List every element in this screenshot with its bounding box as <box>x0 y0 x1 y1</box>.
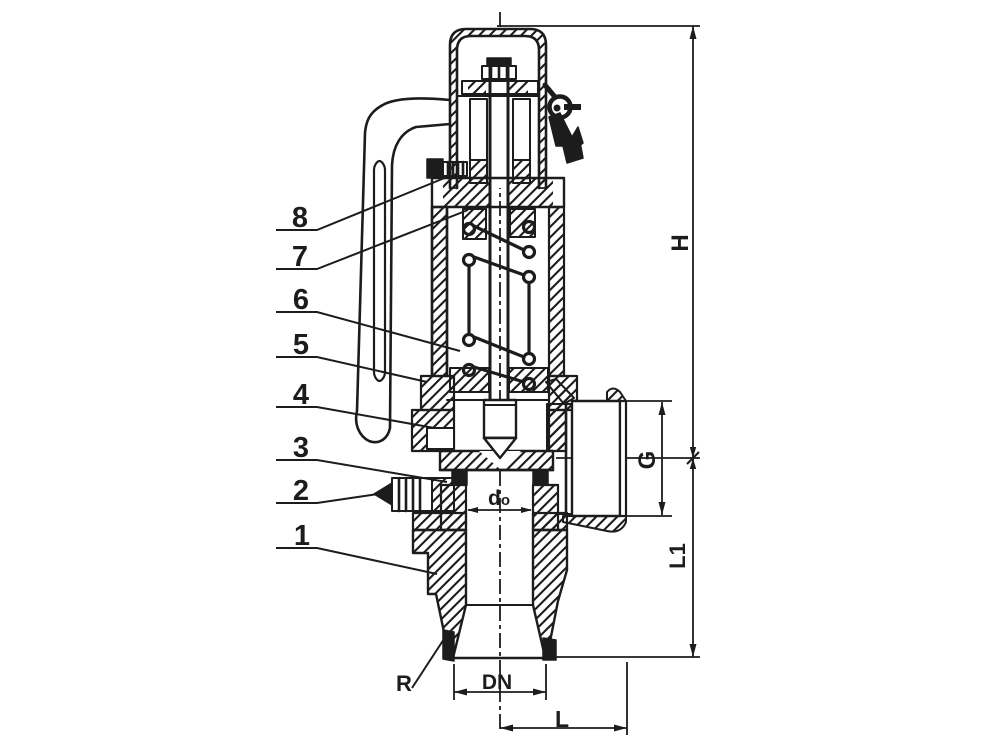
svg-text:R: R <box>396 671 412 696</box>
svg-text:DN: DN <box>482 671 512 694</box>
svg-text:7: 7 <box>292 241 308 273</box>
svg-text:1: 1 <box>294 520 310 552</box>
svg-text:4: 4 <box>293 379 309 411</box>
svg-text:L1: L1 <box>665 543 690 569</box>
svg-text:8: 8 <box>292 202 308 234</box>
svg-text:6: 6 <box>293 284 309 316</box>
svg-text:L: L <box>555 706 569 732</box>
svg-text:H: H <box>667 234 694 251</box>
svg-text:do: do <box>488 487 510 510</box>
svg-text:G: G <box>634 451 661 470</box>
svg-text:2: 2 <box>293 475 309 507</box>
svg-text:5: 5 <box>293 329 309 361</box>
svg-text:3: 3 <box>293 432 309 464</box>
